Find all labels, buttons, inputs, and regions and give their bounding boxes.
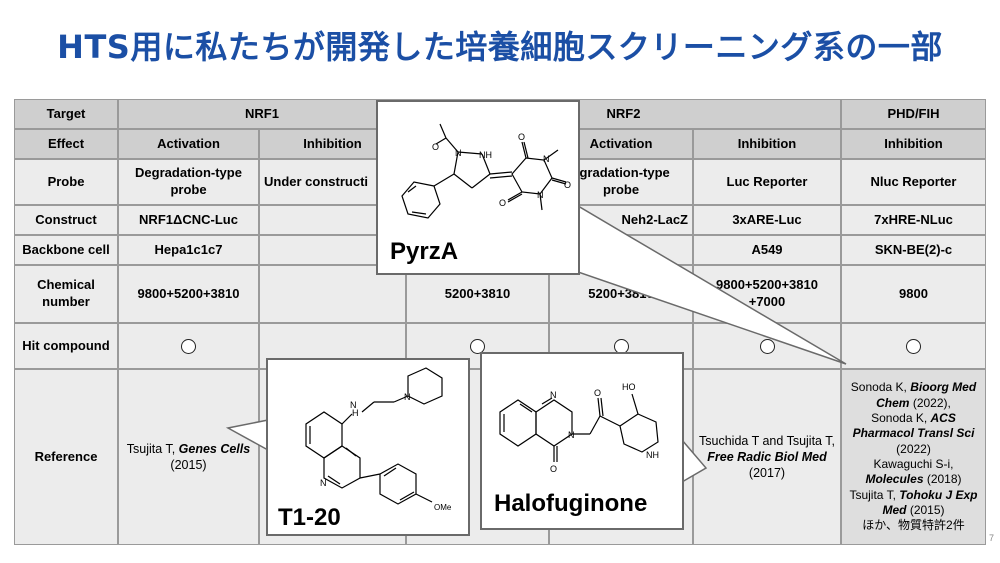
ref-journal: ACS Pharmacol Transl Sci [852,410,975,441]
svg-text:NH: NH [479,150,492,160]
ref-journal: Tohoku J Exp Med [882,487,978,518]
ref-year: (2015) [906,503,945,518]
screening-table: Target NRF1 NRF2 PHD/FIH Effect Activati… [14,99,986,545]
effect-c5: Inhibition [693,129,841,159]
ref-year: (2022) [896,441,931,456]
row-header-reference: Reference [14,369,118,545]
ref-journal: Molecules [865,472,924,487]
hit-circle-icon [759,338,775,354]
svg-text:N: N [455,148,462,158]
svg-text:N: N [543,154,550,164]
target-phd-fih: PHD/FIH [841,99,986,129]
hit-circle-icon [181,338,196,354]
backbone-c1: Hepa1c1c7 [118,235,259,265]
effect-c1: Activation [118,129,259,159]
construct-c1: NRF1ΔCNC-Luc [118,205,259,235]
svg-text:O: O [432,142,439,152]
t120-popup: N H N N OMe T1-20 [266,358,470,536]
reference-c5: Tsuchida T and Tsujita T, Free Radic Bio… [693,369,841,545]
svg-text:N: N [550,390,557,400]
ref-journal: Genes Cells [178,441,251,456]
pyrza-label: PyrzA [390,238,459,265]
svg-text:NH: NH [646,450,659,460]
backbone-c5: A549 [693,235,841,265]
reference-c6: Sonoda K, Bioorg Med Chem (2022), Sonoda… [841,369,986,545]
ref-year: (2018) [923,472,962,487]
slide-title: HTS用に私たちが開発した培養細胞スクリーニング系の一部 [57,28,943,66]
row-header-chemical: Chemical number [14,265,118,323]
svg-text:HO: HO [622,382,636,392]
probe-c6: Nluc Reporter [841,159,986,205]
chemical-c6: 9800 [841,265,986,323]
ref-author: Sonoda K, [850,380,911,395]
hit-circle-icon [470,338,485,354]
svg-text:O: O [499,198,506,208]
row-header-hit: Hit compound [14,323,118,369]
pyrza-pointer [577,204,847,365]
ref-journal: Free Radic Biol Med [707,449,827,464]
construct-c5: 3xARE-Luc [693,205,841,235]
halofuginone-structure-icon: N N O O HO NH [499,382,659,474]
probe-c5: Luc Reporter [693,159,841,205]
ref-journal: Bioorg Med Chem [876,380,977,410]
row-header-probe: Probe [14,159,118,205]
ref-author: Sonoda K, [871,410,931,425]
hit-c6 [841,323,986,369]
svg-text:O: O [550,464,557,474]
backbone-c6: SKN-BE(2)-c [841,235,986,265]
svg-text:O: O [594,388,601,398]
svg-text:N: N [350,400,357,410]
svg-text:O: O [564,180,571,190]
ref-author: Kawaguchi S-i, [873,457,954,471]
svg-text:N: N [404,392,411,402]
ref-patents: ほか、物質特許2件 [862,518,965,533]
ref-year: (2017) [748,466,786,481]
ref-year: (2015) [170,458,207,472]
svg-text:N: N [320,478,327,488]
row-header-target: Target [14,99,118,129]
t120-pointer [225,419,269,452]
methoxy-label: OMe [434,503,452,512]
row-header-construct: Construct [14,205,118,235]
svg-text:N: N [568,430,575,440]
t120-label: T1-20 [278,504,341,531]
svg-text:N: N [537,190,544,200]
pyrza-popup: O N NH O N O N O PyrzA [376,100,580,275]
halofuginone-label: Halofuginone [494,490,648,517]
effect-c6: Inhibition [841,129,986,159]
reference-c1: Tsujita T, Genes Cells (2015) [118,369,259,545]
ref-year: (2022), [909,395,951,410]
row-header-effect: Effect [14,129,118,159]
construct-c6: 7xHRE-NLuc [841,205,986,235]
svg-text:O: O [518,132,525,142]
probe-c1: Degradation-type probe [118,159,259,205]
ref-author: Tsujita T, [126,441,179,456]
svg-text:H: H [352,408,359,418]
page-number: 7 [988,533,994,543]
chemical-c1: 9800+5200+3810 [118,265,259,323]
t120-structure-icon: N H N N OMe [305,367,452,512]
row-header-backbone: Backbone cell [14,235,118,265]
ref-author: Tsuchida T and Tsujita T, [699,433,835,448]
hit-circle-icon [906,338,921,354]
halofuginone-popup: N N O O HO NH Halofuginone [480,352,684,530]
ref-author: Tsujita T, [849,487,900,502]
pyrza-structure-icon: O N NH O N O N O [401,123,571,219]
hit-c1 [118,323,259,369]
